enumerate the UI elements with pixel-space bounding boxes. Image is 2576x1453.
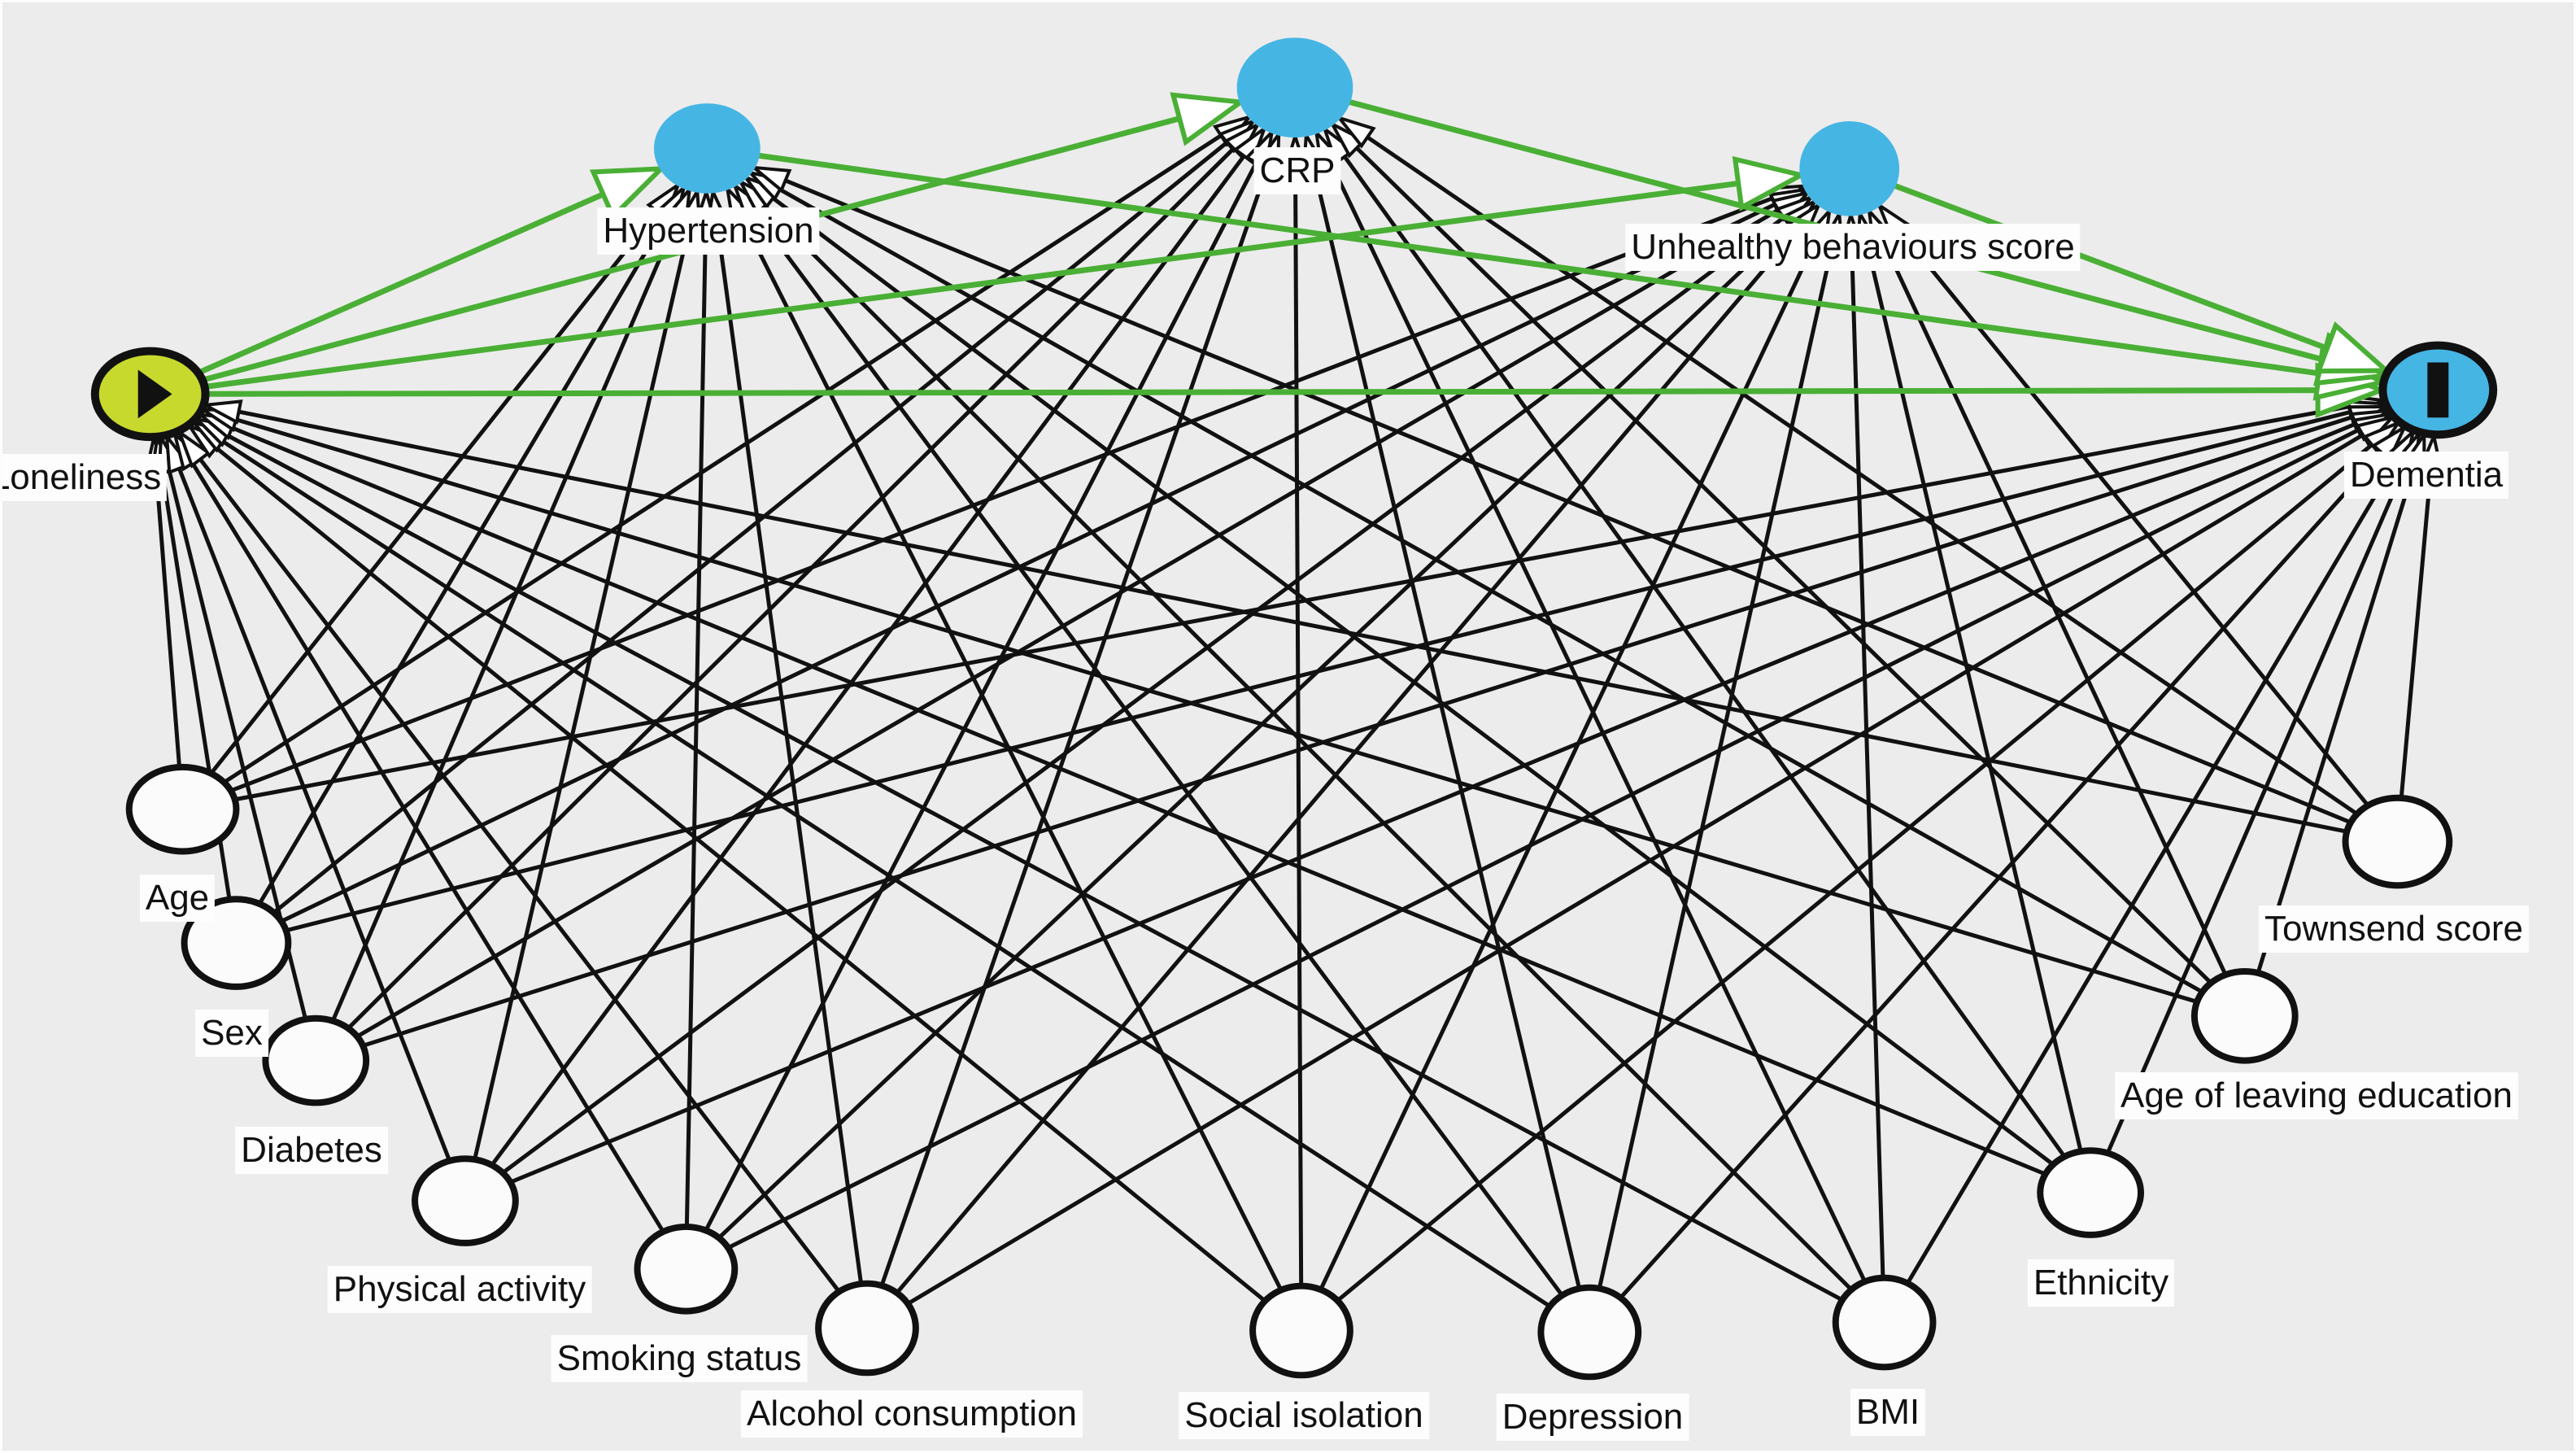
edge-townsend-to-unhealthy (1876, 201, 2369, 806)
edge-alcohol-to-loneliness (176, 427, 840, 1292)
edge-depression-to-crp (1301, 129, 1581, 1288)
edge-alcohol-to-hypertension (704, 186, 863, 1283)
edge-ethnicity-to-unhealthy (1855, 208, 2083, 1150)
node-label-dementia: Dementia (2343, 452, 2509, 499)
edge-education-to-crp (1328, 120, 2212, 984)
edge-sex-to-hypertension (258, 182, 687, 904)
node-label-hypertension: Hypertension (597, 207, 820, 255)
node-label-diabetes: Diabetes (235, 1127, 388, 1174)
edge-smoking-to-hypertension (684, 186, 719, 1225)
node-label-social_isolation: Social isolation (1179, 1392, 1429, 1439)
node-label-alcohol: Alcohol consumption (740, 1390, 1083, 1438)
edge-smoking-to-unhealthy (718, 197, 1820, 1238)
node-label-townsend: Townsend score (2259, 905, 2529, 953)
edge-layer-default (143, 114, 2443, 1307)
edge-social_isolation-to-crp (1282, 130, 1309, 1285)
edge-smoking-to-loneliness (172, 430, 665, 1232)
node-diabetes[interactable] (262, 1014, 370, 1106)
node-education[interactable] (2190, 967, 2299, 1064)
node-label-depression: Depression (1496, 1394, 1689, 1441)
edge-diabetes-to-unhealthy (357, 190, 1813, 1038)
node-unhealthy[interactable] (1799, 121, 1900, 216)
edge-alcohol-to-crp (880, 129, 1281, 1285)
exposure-triangle-icon (137, 369, 172, 419)
causal-edge-unhealthy-to-dementia (1894, 182, 2393, 374)
node-smoking[interactable] (634, 1223, 739, 1315)
edge-smoking-to-crp (704, 127, 1275, 1230)
edge-bmi-to-unhealthy (1839, 209, 1885, 1276)
node-label-loneliness: Loneliness (2, 454, 168, 501)
edge-sex-to-dementia (287, 399, 2390, 932)
node-label-bmi: BMI (1850, 1389, 1926, 1436)
edge-depression-to-unhealthy (1597, 208, 1845, 1288)
edge-depression-to-hypertension (731, 181, 1563, 1296)
edge-diabetes-to-hypertension (331, 184, 692, 1020)
node-crp[interactable] (1236, 37, 1353, 137)
edge-townsend-to-crp (1334, 115, 2357, 815)
outcome-bar-icon (2427, 362, 2449, 418)
node-ethnicity[interactable] (2037, 1147, 2145, 1238)
node-dementia[interactable] (2378, 341, 2498, 439)
node-label-ethnicity: Ethnicity (2027, 1259, 2175, 1307)
node-physical_activity[interactable] (412, 1155, 519, 1246)
node-layer (90, 37, 2498, 1381)
node-age[interactable] (125, 763, 240, 855)
node-social_isolation[interactable] (1249, 1282, 1353, 1379)
node-hypertension[interactable] (653, 103, 761, 194)
node-label-physical_activity: Physical activity (327, 1266, 592, 1313)
causal-edge-loneliness-to-hypertension (198, 165, 668, 375)
node-label-unhealthy: Unhealthy behaviours score (1625, 224, 2081, 271)
causal-edge-loneliness-to-dementia (207, 362, 2388, 418)
node-bmi[interactable] (1832, 1274, 1937, 1371)
node-label-smoking: Smoking status (551, 1335, 808, 1382)
edge-townsend-to-loneliness (199, 399, 2346, 834)
node-depression[interactable] (1537, 1284, 1642, 1381)
node-townsend[interactable] (2342, 794, 2453, 889)
node-label-crp: CRP (1253, 147, 1341, 194)
node-label-education: Age of leaving education (2115, 1072, 2518, 1119)
node-alcohol[interactable] (815, 1280, 919, 1377)
edge-education-to-hypertension (745, 170, 2203, 993)
edge-education-to-unhealthy (1867, 206, 2227, 975)
causal-edge-loneliness-to-unhealthy (206, 155, 1808, 390)
node-loneliness[interactable] (90, 347, 210, 442)
node-label-sex: Sex (195, 1010, 268, 1057)
edge-alcohol-to-unhealthy (896, 200, 1823, 1294)
edge-smoking-to-dementia (728, 412, 2395, 1250)
edge-bmi-to-crp (1314, 127, 1867, 1281)
node-label-age: Age (139, 875, 216, 922)
